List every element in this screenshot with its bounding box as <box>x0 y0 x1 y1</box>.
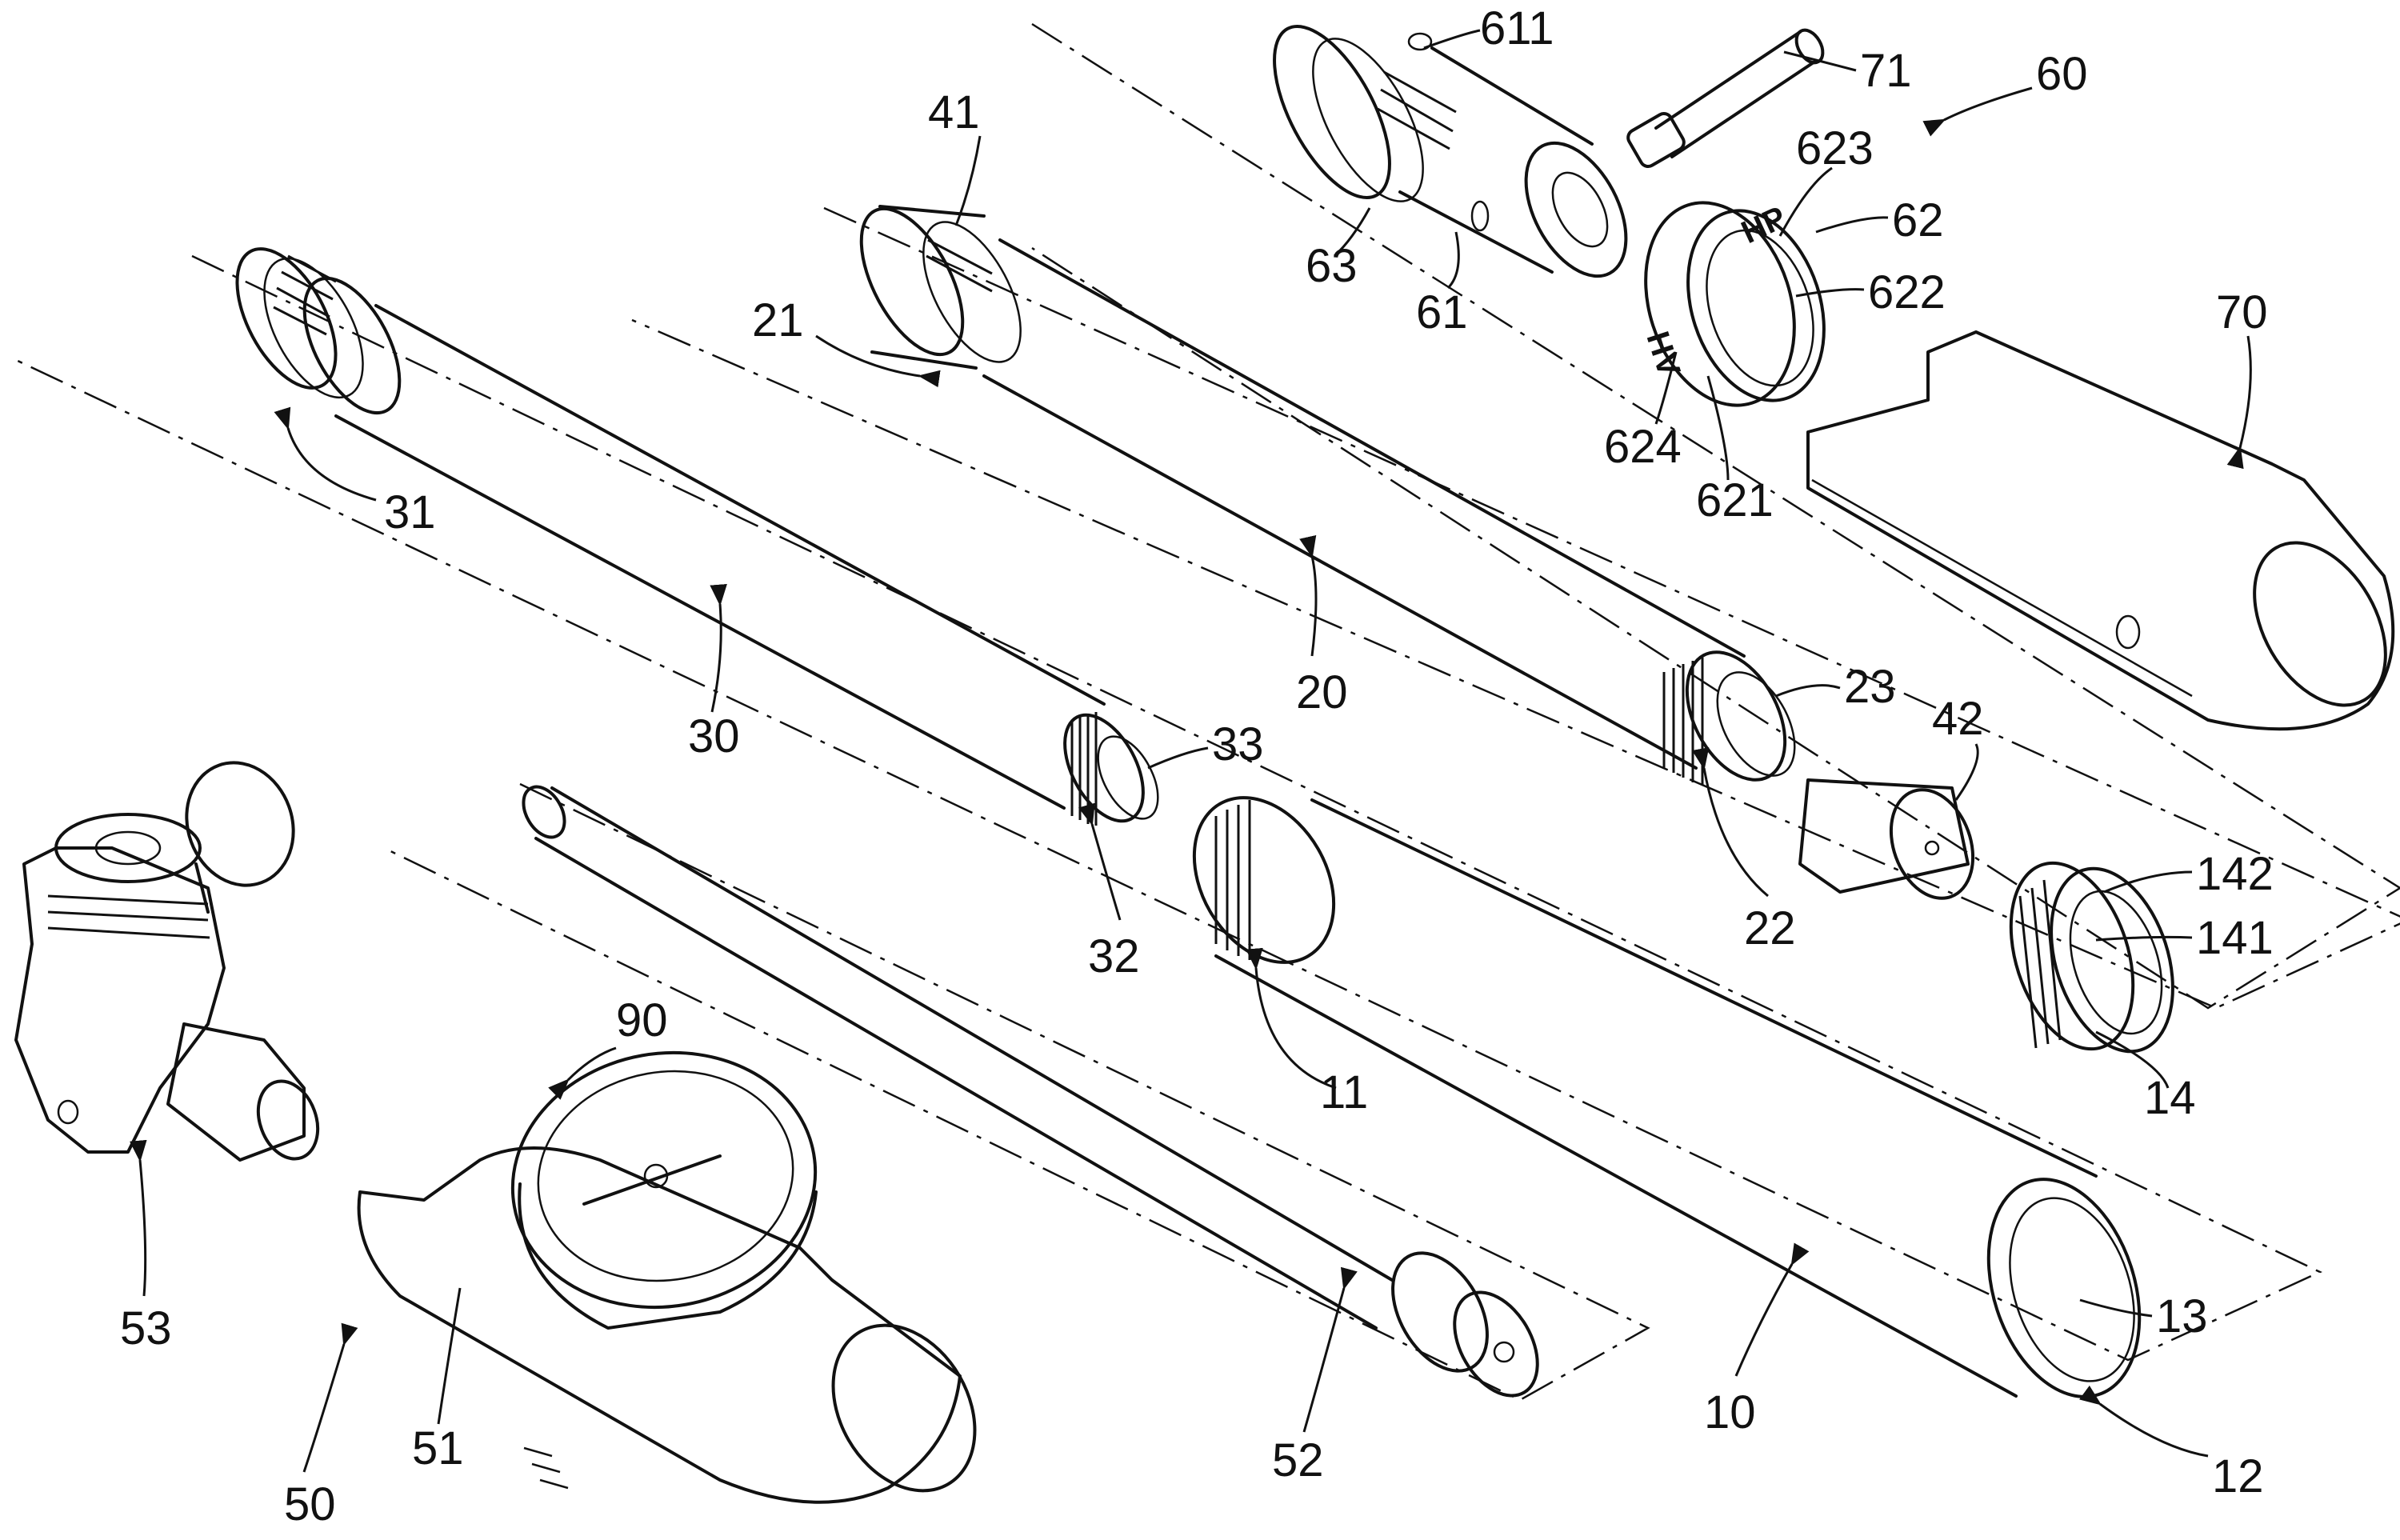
ref-623: 623 <box>1796 122 1874 174</box>
ref-90: 90 <box>616 994 668 1046</box>
valve-head-53 <box>16 747 328 1166</box>
ref-13: 13 <box>2156 1290 2208 1342</box>
hp-marking: HP <box>1736 200 1791 250</box>
leader-lines <box>140 30 2250 1472</box>
ref-14: 14 <box>2144 1072 2196 1124</box>
ref-61: 61 <box>1416 286 1468 338</box>
ref-622: 622 <box>1868 266 1946 318</box>
hose-52 <box>515 780 1554 1410</box>
ref-60: 60 <box>2036 48 2088 100</box>
ref-53: 53 <box>120 1302 172 1354</box>
ref-12: 12 <box>2212 1450 2264 1502</box>
ref-11: 11 <box>1320 1066 1368 1118</box>
ref-41: 41 <box>928 86 980 138</box>
reference-numerals: 60 611 71 623 62 622 41 63 61 70 21 624 … <box>120 2 2274 1530</box>
ref-10: 10 <box>1704 1386 1756 1438</box>
plunger-42 <box>1800 778 1987 910</box>
ref-141: 141 <box>2196 912 2274 964</box>
ref-51: 51 <box>412 1422 464 1474</box>
outer-tube-10 <box>1166 773 2166 1417</box>
ref-23: 23 <box>1844 661 1896 713</box>
ref-70: 70 <box>2216 286 2268 338</box>
ref-621: 621 <box>1696 474 1774 526</box>
ref-22: 22 <box>1744 902 1796 954</box>
ref-52: 52 <box>1272 1434 1324 1486</box>
selector-ring-62: HP HV <box>1621 183 1847 425</box>
ref-42: 42 <box>1932 693 1984 745</box>
ref-71: 71 <box>1860 45 1912 97</box>
ref-30: 30 <box>688 710 740 762</box>
ref-21: 21 <box>752 294 804 346</box>
threaded-ring-14 <box>1989 847 2194 1067</box>
ref-33: 33 <box>1212 718 1264 770</box>
ref-31: 31 <box>384 486 436 538</box>
ref-611: 611 <box>1480 2 1554 54</box>
ref-624: 624 <box>1604 421 1682 473</box>
ref-32: 32 <box>1088 930 1140 982</box>
ref-142: 142 <box>2196 848 2274 900</box>
ref-20: 20 <box>1296 666 1348 718</box>
pressure-gauge-90 <box>492 1029 835 1330</box>
ref-50: 50 <box>284 1478 336 1530</box>
cover-70 <box>1808 332 2400 729</box>
ref-62: 62 <box>1892 194 1944 246</box>
ref-63: 63 <box>1306 240 1358 292</box>
